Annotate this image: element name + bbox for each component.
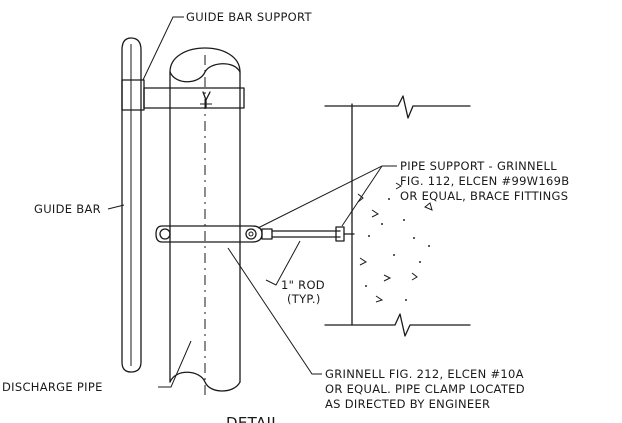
clamp-line-1: GRINNELL FIG. 212, ELCEN #10A	[325, 367, 524, 381]
concrete-wall	[324, 95, 471, 337]
pipe-support-label: PIPE SUPPORT - GRINNELL FIG. 112, ELCEN …	[400, 159, 569, 203]
clamp-label: GRINNELL FIG. 212, ELCEN #10A OR EQUAL. …	[325, 367, 525, 411]
discharge-pipe	[169, 47, 241, 398]
guide-bar	[121, 37, 142, 373]
rod-label-line-1: 1" ROD	[281, 278, 325, 292]
pipe-support-line-2: FIG. 112, ELCEN #99W169B	[400, 174, 569, 188]
pipe-clamp	[155, 225, 263, 243]
pipe-support-line-1: PIPE SUPPORT - GRINNELL	[400, 159, 557, 173]
guide-bar-support	[121, 79, 245, 111]
guide-bar-label: GUIDE BAR	[34, 202, 101, 216]
tie-rod	[261, 226, 355, 242]
pipe-support-line-3: OR EQUAL, BRACE FITTINGS	[400, 189, 568, 203]
clamp-line-2: OR EQUAL. PIPE CLAMP LOCATED	[325, 382, 525, 396]
rod-label-line-2: (TYP.)	[287, 292, 321, 306]
concrete-aggregate	[357, 182, 433, 303]
detail-title-fragment: DETAIL	[226, 414, 280, 423]
rod-label: 1" ROD (TYP.)	[281, 278, 325, 306]
leader-lines	[107, 16, 397, 388]
guide-bar-support-label: GUIDE BAR SUPPORT	[186, 10, 312, 24]
discharge-pipe-label: DISCHARGE PIPE	[2, 380, 103, 394]
clamp-line-3: AS DIRECTED BY ENGINEER	[325, 397, 490, 411]
